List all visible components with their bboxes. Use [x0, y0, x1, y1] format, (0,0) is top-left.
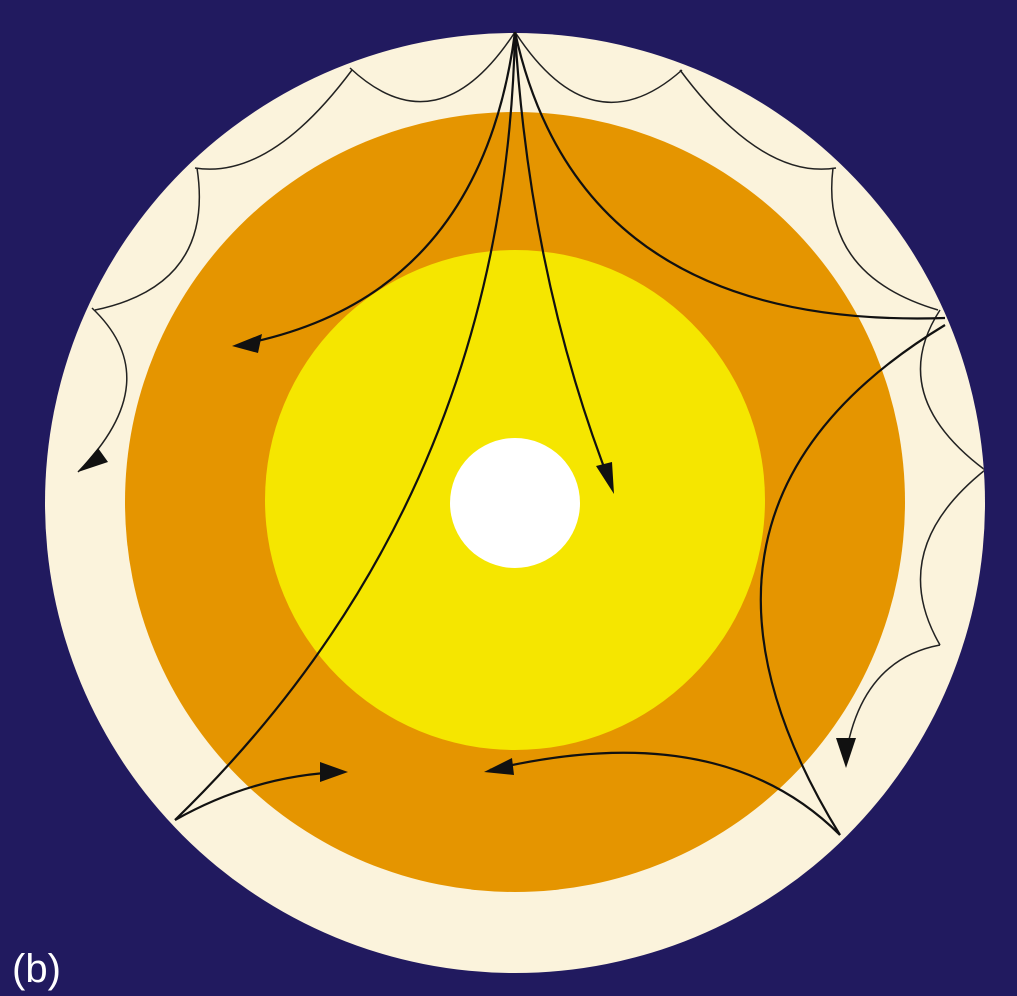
- inner-core: [450, 438, 580, 568]
- panel-label: (b): [12, 947, 61, 991]
